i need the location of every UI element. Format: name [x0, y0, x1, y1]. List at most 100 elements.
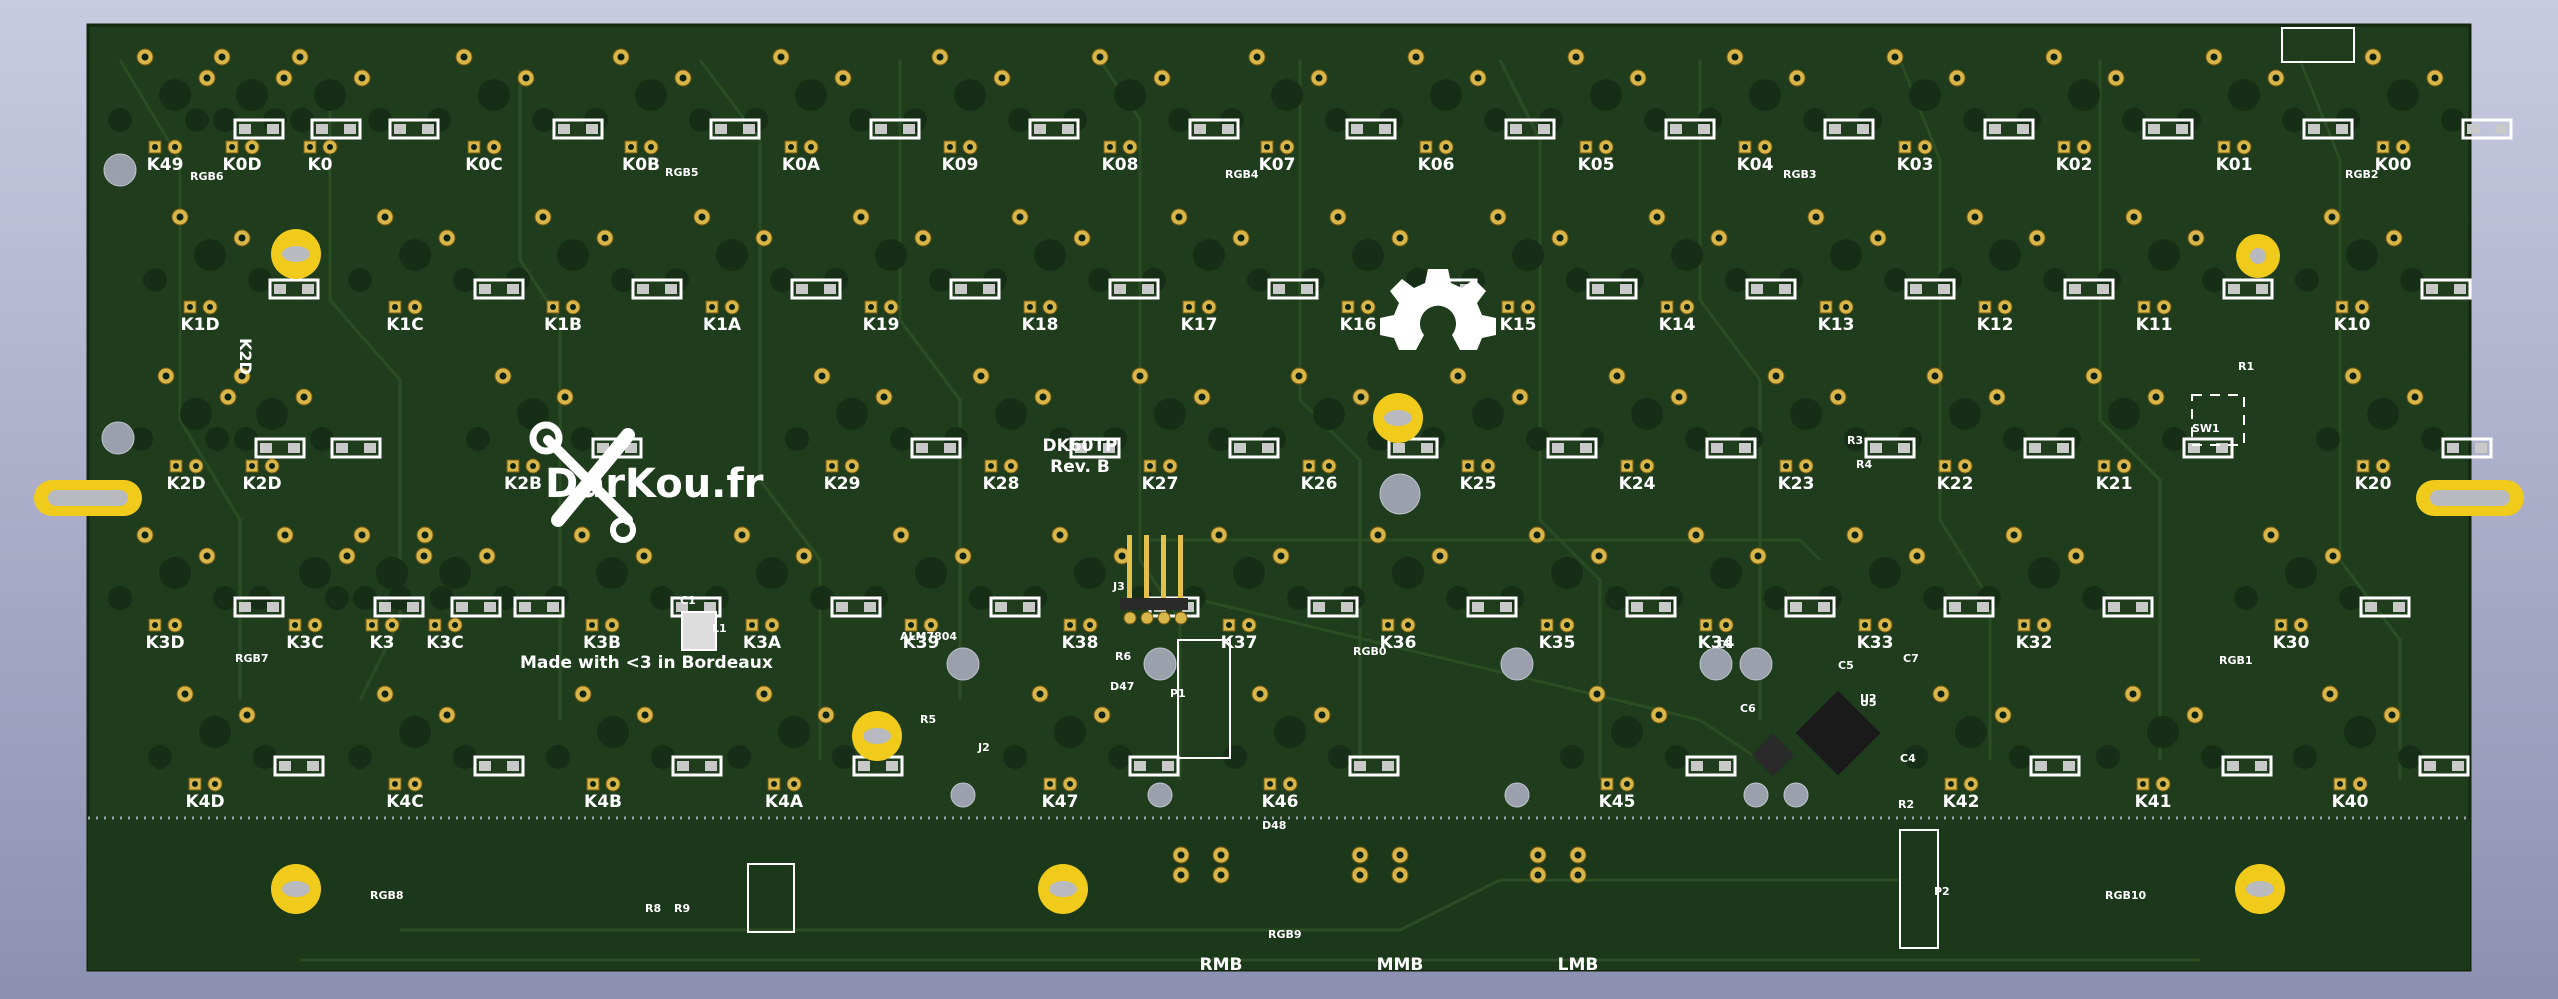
- smd-diode: [1307, 596, 1359, 618]
- key-switch-footprint: [1301, 208, 1430, 315]
- open-hardware-gear-icon: [1380, 269, 1496, 350]
- key-switch-footprint: [1560, 685, 1689, 792]
- switch-label: K03: [1897, 155, 1934, 175]
- key-switch-footprint: [348, 208, 477, 315]
- switch-label: K49: [147, 155, 184, 175]
- credit-text: Made with <3 in Bordeaux: [520, 653, 773, 673]
- switch-label: K1A: [703, 315, 742, 335]
- switch-label: K13: [1818, 315, 1855, 335]
- key-switch-footprint: [584, 48, 713, 155]
- smd-diode: [310, 118, 362, 140]
- component-reference: P2: [1934, 885, 1950, 898]
- switch-label: K01: [2216, 155, 2253, 175]
- key-switch-footprint: [1620, 208, 1749, 315]
- switch-label: K06: [1418, 155, 1455, 175]
- key-switch-footprint: [944, 367, 1073, 474]
- component-reference: R3: [1847, 434, 1863, 447]
- smd-diode: [949, 278, 1001, 300]
- component-reference: R5: [920, 713, 936, 726]
- key-switch-footprint: [2295, 208, 2424, 315]
- smd-diode: [2461, 118, 2513, 140]
- connector-p1: [1177, 639, 1231, 759]
- component-reference: RGB0: [1353, 645, 1387, 658]
- switch-label: K1B: [544, 315, 582, 335]
- smd-diode: [1108, 278, 1160, 300]
- switch-label: K40: [2332, 792, 2369, 812]
- smd-diode: [233, 596, 285, 618]
- switch-label: K10: [2334, 315, 2371, 335]
- switch-label: K16: [1340, 315, 1377, 335]
- switch-label: K15: [1500, 315, 1537, 335]
- key-switch-footprint: [325, 526, 454, 633]
- smd-diode: [1028, 118, 1080, 140]
- smd-diode: [1943, 596, 1995, 618]
- switch-label: K42: [1943, 792, 1980, 812]
- switch-label: K25: [1460, 474, 1497, 494]
- smd-diode: [1823, 118, 1875, 140]
- smd-diode: [268, 278, 320, 300]
- switch-label: K27: [1142, 474, 1179, 494]
- key-switch-footprint: [2057, 367, 2186, 474]
- switch-label: K3C: [426, 633, 463, 653]
- key-switch-footprint: [2234, 526, 2363, 633]
- smd-diode: [1784, 596, 1836, 618]
- component-reference: C6: [1740, 702, 1756, 715]
- mouse-button-footprint: [1351, 846, 1409, 884]
- key-switch-footprint: [248, 526, 377, 633]
- component-reference: RGB8: [370, 889, 404, 902]
- logo-text: DarKou.fr: [545, 461, 764, 507]
- key-switch-footprint: [427, 48, 556, 155]
- key-switch-footprint: [348, 685, 477, 792]
- switch-label: K04: [1737, 155, 1774, 175]
- switch-label: K4D: [185, 792, 224, 812]
- key-switch-footprint: [129, 367, 258, 474]
- switch-label: K0D: [222, 155, 261, 175]
- smd-diode: [1267, 278, 1319, 300]
- switch-label: K23: [1778, 474, 1815, 494]
- smd-diode: [709, 118, 761, 140]
- key-switch-footprint: [1003, 685, 1132, 792]
- switch-label: K28: [983, 474, 1020, 494]
- mouse-button-footprint: [1529, 846, 1587, 884]
- smd-diode: [1228, 437, 1280, 459]
- smd-diode: [1745, 278, 1797, 300]
- switch-label: K3B: [583, 633, 621, 653]
- switch-label: K4C: [386, 792, 423, 812]
- smd-diode: [2420, 278, 2472, 300]
- mouse-button-label: LMB: [1558, 955, 1599, 975]
- usb-connector: [2281, 27, 2355, 63]
- key-switch-footprint: [108, 526, 237, 633]
- key-switch-footprint: [1220, 48, 1349, 155]
- smd-diode: [473, 755, 525, 777]
- switch-label: K0C: [465, 155, 502, 175]
- component-reference: D48: [1262, 819, 1286, 832]
- component-reference: RGB4: [1225, 168, 1259, 181]
- silkscreen-labels: DK60TP Rev. B DarKou.fr Made with <3 in …: [236, 338, 1118, 673]
- smd-diode: [2222, 278, 2274, 300]
- switch-label: K08: [1102, 155, 1139, 175]
- key-switch-footprint: [1659, 526, 1788, 633]
- switch-label: K14: [1659, 315, 1696, 335]
- component-reference: J3: [1112, 580, 1125, 593]
- component-reference: RGB10: [2105, 889, 2147, 902]
- pin-header-j3: [1120, 535, 1188, 625]
- smd-diode: [910, 437, 962, 459]
- k2d-vertical-label: K2D: [236, 338, 255, 375]
- smd-diode: [1904, 278, 1956, 300]
- switch-label: K34: [1698, 633, 1735, 653]
- switch-label: K36: [1380, 633, 1417, 653]
- smd-diode: [2441, 437, 2493, 459]
- key-switch-footprint: [785, 367, 914, 474]
- component-reference: C8: [1717, 638, 1733, 651]
- component-reference: R4: [1856, 458, 1872, 471]
- regulator-chip: [1751, 733, 1795, 777]
- smd-diode: [2221, 755, 2273, 777]
- switch-label: K18: [1022, 315, 1059, 335]
- smd-diode: [1128, 755, 1180, 777]
- smd-diode: [631, 278, 683, 300]
- switch-label: K4A: [765, 792, 804, 812]
- smd-diode: [2023, 437, 2075, 459]
- component-reference: RGB6: [190, 170, 224, 183]
- key-switch-footprint: [1539, 48, 1668, 155]
